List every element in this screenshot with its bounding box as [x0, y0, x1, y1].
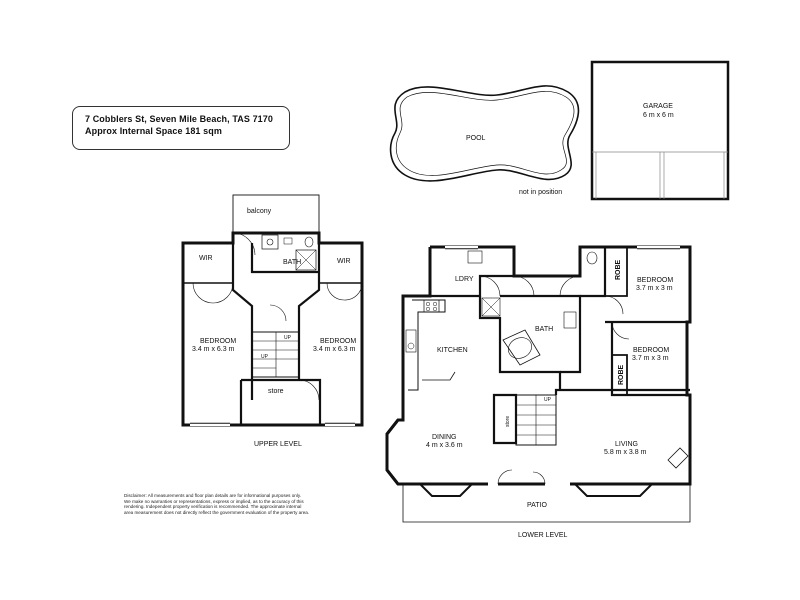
address-box: 7 Cobblers St, Seven Mile Beach, TAS 717…: [72, 106, 290, 150]
upper-wir-left-label: WIR: [199, 255, 213, 262]
lower-bath-label: BATH: [535, 326, 553, 333]
lower-bedroom2-size: 3.7 m x 3 m: [632, 355, 669, 362]
upper-balcony-label: balcony: [247, 208, 272, 215]
lower-kitchen-label: KITCHEN: [437, 347, 468, 354]
upper-bath-label: BATH: [283, 259, 301, 266]
disclaimer-line: Disclaimer: All measurements and floor p…: [124, 493, 302, 498]
upper-wir-right-label: WIR: [337, 258, 351, 265]
lower-robe2-label: ROBE: [618, 364, 625, 385]
upper-stair-up2: UP: [284, 335, 292, 341]
pool: [389, 85, 580, 182]
lower-patio-label: PATIO: [527, 502, 548, 509]
garage-label: GARAGE: [643, 103, 673, 110]
lower-bedroom2-label: BEDROOM: [633, 347, 669, 354]
disclaimer-line: area measurement does not directly refle…: [124, 509, 310, 515]
lower-dining-size: 4 m x 3.6 m: [426, 442, 463, 449]
upper-bedroom2-size: 3.4 m x 6.3 m: [313, 346, 356, 353]
pool-label: POOL: [466, 135, 486, 142]
lower-stair-up: UP: [544, 397, 552, 403]
disclaimer-line: rendering. Independent property verifica…: [124, 504, 302, 510]
lower-level-plan: [385, 245, 692, 523]
lower-bedroom1-label: BEDROOM: [637, 277, 673, 284]
garage: [590, 60, 730, 201]
garage-size: 6 m x 6 m: [643, 112, 674, 119]
lower-bedroom1-size: 3.7 m x 3 m: [636, 285, 673, 292]
upper-store-label: store: [268, 388, 284, 395]
internal-space-text: Approx Internal Space 181 sqm: [85, 126, 222, 136]
upper-stair-up1: UP: [261, 354, 269, 360]
disclaimer-line: We make no warranties or representations…: [124, 498, 304, 504]
upper-level-plan: [181, 194, 364, 427]
not-in-position-note: not in position: [519, 189, 562, 196]
lower-dining-label: DINING: [432, 434, 457, 441]
lower-living-label: LIVING: [615, 441, 638, 448]
upper-bedroom2-label: BEDROOM: [320, 338, 356, 345]
lower-robe1-label: ROBE: [615, 259, 622, 280]
upper-level-label: UPPER LEVEL: [254, 441, 302, 448]
lower-living-size: 5.8 m x 3.8 m: [604, 449, 647, 456]
address-text: 7 Cobblers St, Seven Mile Beach, TAS 717…: [85, 114, 274, 124]
upper-bedroom1-label: BEDROOM: [200, 338, 236, 345]
lower-ldry-label: LDRY: [455, 276, 474, 283]
lower-level-label: LOWER LEVEL: [518, 532, 568, 539]
disclaimer-text: Disclaimer: All measurements and floor p…: [124, 493, 374, 515]
upper-bedroom1-size: 3.4 m x 6.3 m: [192, 346, 235, 353]
lower-store-label: store: [505, 416, 511, 427]
